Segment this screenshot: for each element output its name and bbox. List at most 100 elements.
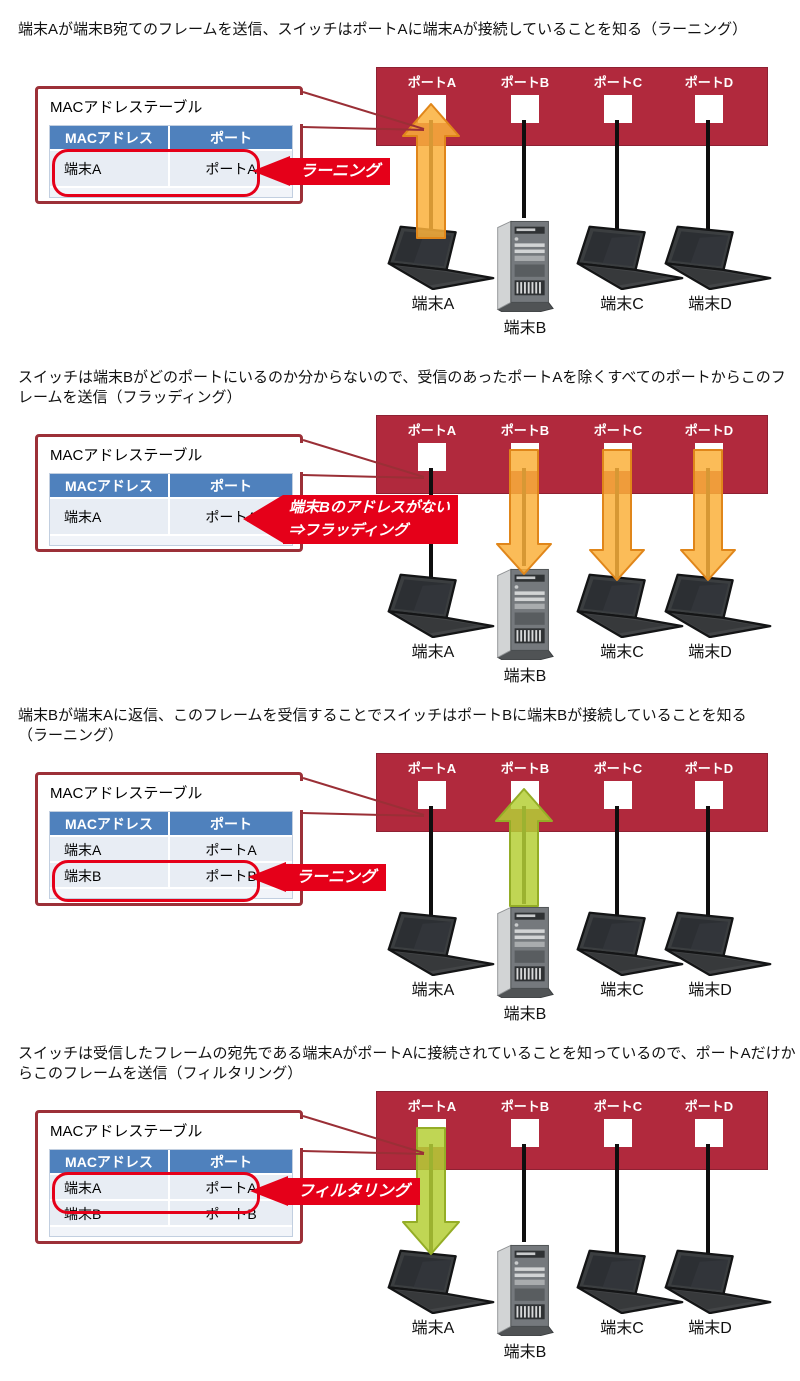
port-b-label: ポートB xyxy=(500,1099,550,1114)
panel-flooding: スイッチは端末Bがどのポートにいるのか分からないので、受信のあったポートAを除く… xyxy=(0,348,800,705)
mac-table-header: MACアドレスポート xyxy=(50,474,292,499)
port-a-jack xyxy=(418,95,446,123)
port-b: ポートB xyxy=(485,1098,565,1147)
laptop-d-icon xyxy=(662,1248,774,1314)
tag-label: フィルタリング xyxy=(288,1178,420,1205)
tag-arrow-icon xyxy=(252,156,290,186)
table-footer-strip xyxy=(50,536,292,545)
port-d-label: ポートD xyxy=(684,423,734,438)
mac-table-header: MACアドレスポート xyxy=(50,812,292,837)
cell-port: ポートA xyxy=(205,842,257,858)
cell-mac: 端末B xyxy=(50,1201,170,1225)
cable-c xyxy=(615,120,619,236)
cable-b xyxy=(522,1144,526,1242)
cell-mac: 端末B xyxy=(50,863,170,887)
port-b-label: ポートB xyxy=(500,761,550,776)
panel-learning-2: 端末Bが端末Aに返信、このフレームを受信することでスイッチはポートBに端末Bが接… xyxy=(0,686,800,1043)
port-d-jack xyxy=(695,95,723,123)
port-a: ポートA xyxy=(392,1098,472,1147)
port-b-label: ポートB xyxy=(500,423,550,438)
col-mac: MACアドレス xyxy=(50,1150,170,1173)
tag-line-2: ⇒フラッディング xyxy=(289,522,408,539)
col-mac: MACアドレス xyxy=(50,126,170,149)
device-d-label: 端末D xyxy=(688,296,732,313)
tag-arrow-icon xyxy=(248,862,286,892)
tag-label: ラーニング xyxy=(286,864,387,891)
cell-mac: 端末A xyxy=(50,1175,170,1199)
port-b-jack xyxy=(511,443,539,471)
cell-mac: 端末A xyxy=(50,499,170,534)
panel-filtering: スイッチは受信したフレームの宛先である端末AがポートAに接続されていることを知っ… xyxy=(0,1024,800,1381)
device-c-label: 端末C xyxy=(600,982,644,999)
laptop-a-icon xyxy=(385,224,497,290)
port-c-jack xyxy=(604,781,632,809)
device-b-label: 端末B xyxy=(503,668,547,685)
port-b: ポートB xyxy=(485,74,565,123)
port-a: ポートA xyxy=(392,760,472,809)
col-port: ポート xyxy=(210,1154,252,1170)
device-a-label: 端末A xyxy=(411,644,455,661)
mac-address-table: MACアドレステーブル MACアドレス ポート 端末A ポートA 端末B ポートB xyxy=(35,1110,303,1244)
caption-1: 端末Aが端末B宛てのフレームを送信、スイッチはポートAに端末Aが接続していること… xyxy=(18,21,748,38)
mac-table-header: MACアドレス ポート xyxy=(50,1150,292,1175)
cable-b xyxy=(522,468,526,566)
device-c-label: 端末C xyxy=(600,1320,644,1337)
laptop-d-icon xyxy=(662,910,774,976)
port-a: ポートA xyxy=(392,74,472,123)
cell-port: ポートB xyxy=(205,1206,257,1222)
cable-a xyxy=(429,120,433,234)
col-mac: MACアドレス xyxy=(50,812,170,835)
port-d: ポートD xyxy=(669,760,749,809)
port-c-jack xyxy=(604,95,632,123)
port-d-label: ポートD xyxy=(684,75,734,90)
col-port: ポート xyxy=(210,478,252,494)
cable-d xyxy=(706,468,710,584)
cable-c xyxy=(615,806,619,922)
device-c-label: 端末C xyxy=(600,296,644,313)
cable-a xyxy=(429,806,433,920)
panel-learning-1: 端末Aが端末B宛てのフレームを送信、スイッチはポートAに端末Aが接続していること… xyxy=(0,0,800,357)
device-a-label: 端末A xyxy=(411,1320,455,1337)
port-b-jack xyxy=(511,95,539,123)
cell-mac: 端末A xyxy=(50,151,170,186)
port-a-jack xyxy=(418,443,446,471)
cable-c xyxy=(615,1144,619,1260)
device-d-label: 端末D xyxy=(688,644,732,661)
port-d: ポートD xyxy=(669,1098,749,1147)
laptop-a-icon xyxy=(385,1248,497,1314)
cell-port: ポートB xyxy=(205,868,257,884)
port-b-jack xyxy=(511,781,539,809)
server-b-icon xyxy=(493,903,555,998)
port-d: ポートD xyxy=(669,422,749,471)
port-a-jack xyxy=(418,781,446,809)
caption-4: スイッチは受信したフレームの宛先である端末AがポートAに接続されていることを知っ… xyxy=(18,1045,796,1082)
port-c: ポートC xyxy=(578,74,658,123)
cell-port: ポートA xyxy=(205,1180,257,1196)
tag-label: ラーニング xyxy=(290,158,391,185)
tag-label: 端末Bのアドレスがない ⇒フラッディング xyxy=(283,495,458,544)
device-b-label: 端末B xyxy=(503,1344,547,1361)
cell-mac: 端末A xyxy=(50,837,170,861)
mac-table-title: MACアドレステーブル xyxy=(50,447,203,464)
port-c: ポートC xyxy=(578,422,658,471)
port-c-label: ポートC xyxy=(593,75,643,90)
table-footer-strip xyxy=(50,188,292,197)
port-b-jack xyxy=(511,1119,539,1147)
cable-d xyxy=(706,806,710,922)
laptop-a-icon xyxy=(385,572,497,638)
device-c-label: 端末C xyxy=(600,644,644,661)
table-footer-strip xyxy=(50,1227,292,1236)
port-c-label: ポートC xyxy=(593,1099,643,1114)
device-d-label: 端末D xyxy=(688,982,732,999)
device-a-label: 端末A xyxy=(411,296,455,313)
port-d-jack xyxy=(695,781,723,809)
device-b-label: 端末B xyxy=(503,320,547,337)
port-c-label: ポートC xyxy=(593,423,643,438)
caption-3: 端末Bが端末Aに返信、このフレームを受信することでスイッチはポートBに端末Bが接… xyxy=(18,707,747,744)
server-b-icon xyxy=(493,1241,555,1336)
mac-table-title: MACアドレステーブル xyxy=(50,1123,203,1140)
